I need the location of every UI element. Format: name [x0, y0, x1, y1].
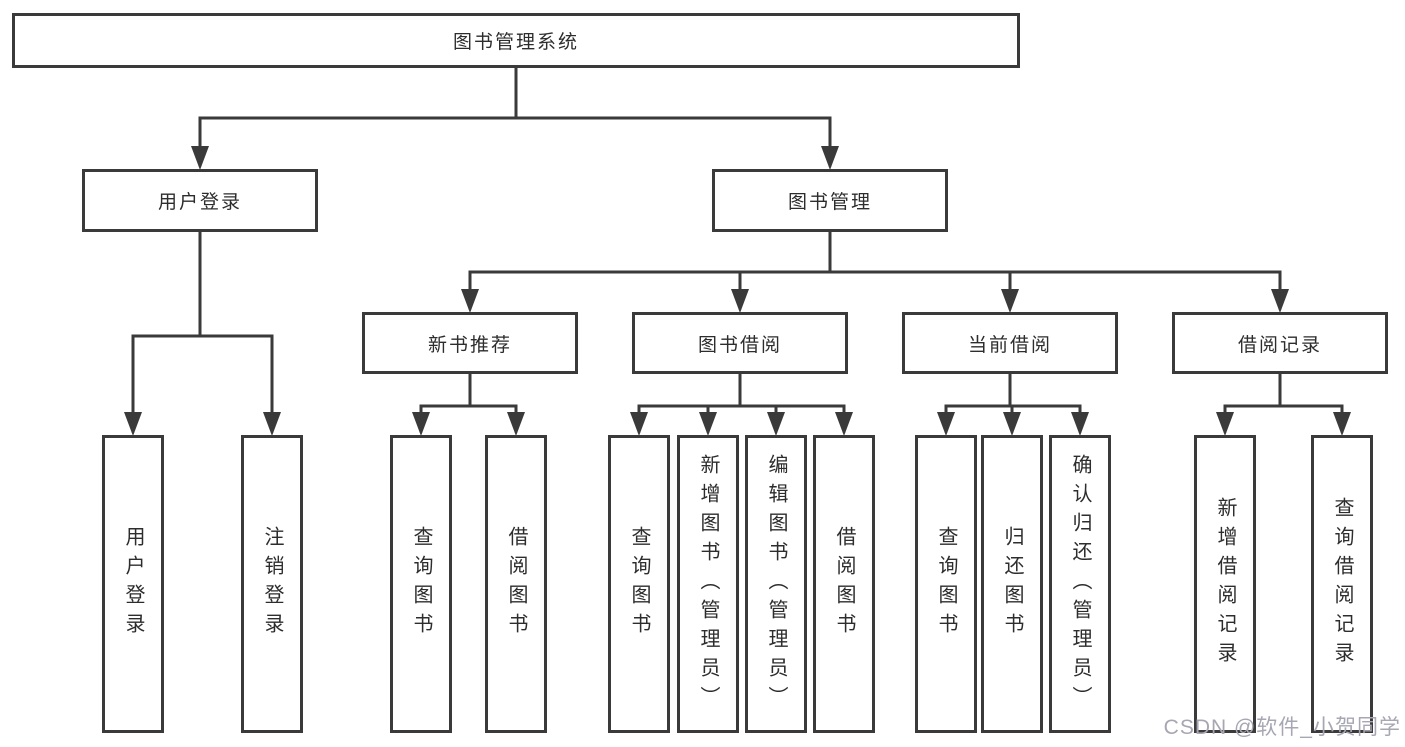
node-book-borrowing-label: 图书借阅 [697, 334, 782, 356]
node-borrow-books-label: 借阅图书 [833, 526, 855, 642]
arrowhead-login-user [124, 412, 142, 436]
node-confirm-return-admin: 确认归还（管理员） [1049, 435, 1111, 733]
node-query-borrow-record-label: 查询借阅记录 [1331, 497, 1353, 671]
arrowhead-rec [461, 289, 479, 313]
node-book-management-label: 图书管理 [787, 192, 872, 213]
arrowhead-borrow-query [630, 412, 648, 436]
node-borrowing-records: 借阅记录 [1172, 312, 1388, 374]
node-borrow-books-label: 借阅图书 [505, 526, 527, 642]
arrowhead-records-add [1216, 412, 1234, 436]
node-user-login-label: 用户登录 [157, 192, 242, 213]
arrowhead-login [191, 146, 209, 170]
node-user-login-leaf: 用户登录 [102, 435, 164, 733]
arrowhead-mgmt [821, 146, 839, 170]
arrowhead-current [1001, 289, 1019, 313]
node-add-borrow-record-label: 新增借阅记录 [1214, 497, 1236, 671]
node-add-borrow-record: 新增借阅记录 [1194, 435, 1256, 733]
node-confirm-return-admin-label: 确认归还（管理员） [1069, 453, 1091, 715]
node-query-books-label: 查询图书 [628, 526, 650, 642]
node-query-books: 查询图书 [915, 435, 977, 733]
node-library-management-system: 图书管理系统 [12, 13, 1020, 68]
node-edit-books-admin-label: 编辑图书（管理员） [765, 453, 787, 715]
node-logout: 注销登录 [241, 435, 303, 733]
node-book-management: 图书管理 [712, 169, 948, 232]
node-borrowing-records-label: 借阅记录 [1237, 334, 1322, 356]
node-borrow-books: 借阅图书 [813, 435, 875, 733]
node-query-books-label: 查询图书 [935, 526, 957, 642]
node-user-login-leaf-label: 用户登录 [122, 526, 144, 642]
node-new-book-recommendation-label: 新书推荐 [427, 334, 512, 356]
node-edit-books-admin: 编辑图书（管理员） [745, 435, 807, 733]
arrowhead-borrow [731, 289, 749, 313]
node-library-management-system-label: 图书管理系统 [452, 32, 579, 53]
node-query-books: 查询图书 [390, 435, 452, 733]
node-current-borrowing: 当前借阅 [902, 312, 1118, 374]
arrowhead-borrow-borrow [835, 412, 853, 436]
arrowhead-login-logout [263, 412, 281, 436]
watermark: CSDN @软件_小贺同学 [1163, 716, 1401, 739]
node-query-books: 查询图书 [608, 435, 670, 733]
node-return-books-label: 归还图书 [1001, 526, 1023, 642]
node-query-books-label: 查询图书 [410, 526, 432, 642]
node-book-borrowing: 图书借阅 [632, 312, 848, 374]
arrowhead-borrow-edit [767, 412, 785, 436]
arrowhead-current-confirm [1071, 412, 1089, 436]
node-new-book-recommendation: 新书推荐 [362, 312, 578, 374]
arrowhead-records-query [1333, 412, 1351, 436]
node-add-books-admin-label: 新增图书（管理员） [697, 453, 719, 715]
arrowhead-rec-query [412, 412, 430, 436]
arrowhead-current-query [937, 412, 955, 436]
arrowhead-current-return [1003, 412, 1021, 436]
node-current-borrowing-label: 当前借阅 [967, 334, 1052, 356]
node-borrow-books: 借阅图书 [485, 435, 547, 733]
arrowhead-borrow-add [699, 412, 717, 436]
node-user-login: 用户登录 [82, 169, 318, 232]
arrowhead-records [1271, 289, 1289, 313]
node-return-books: 归还图书 [981, 435, 1043, 733]
node-logout-label: 注销登录 [261, 526, 283, 642]
arrowhead-rec-borrow [507, 412, 525, 436]
node-add-books-admin: 新增图书（管理员） [677, 435, 739, 733]
node-query-borrow-record: 查询借阅记录 [1311, 435, 1373, 733]
